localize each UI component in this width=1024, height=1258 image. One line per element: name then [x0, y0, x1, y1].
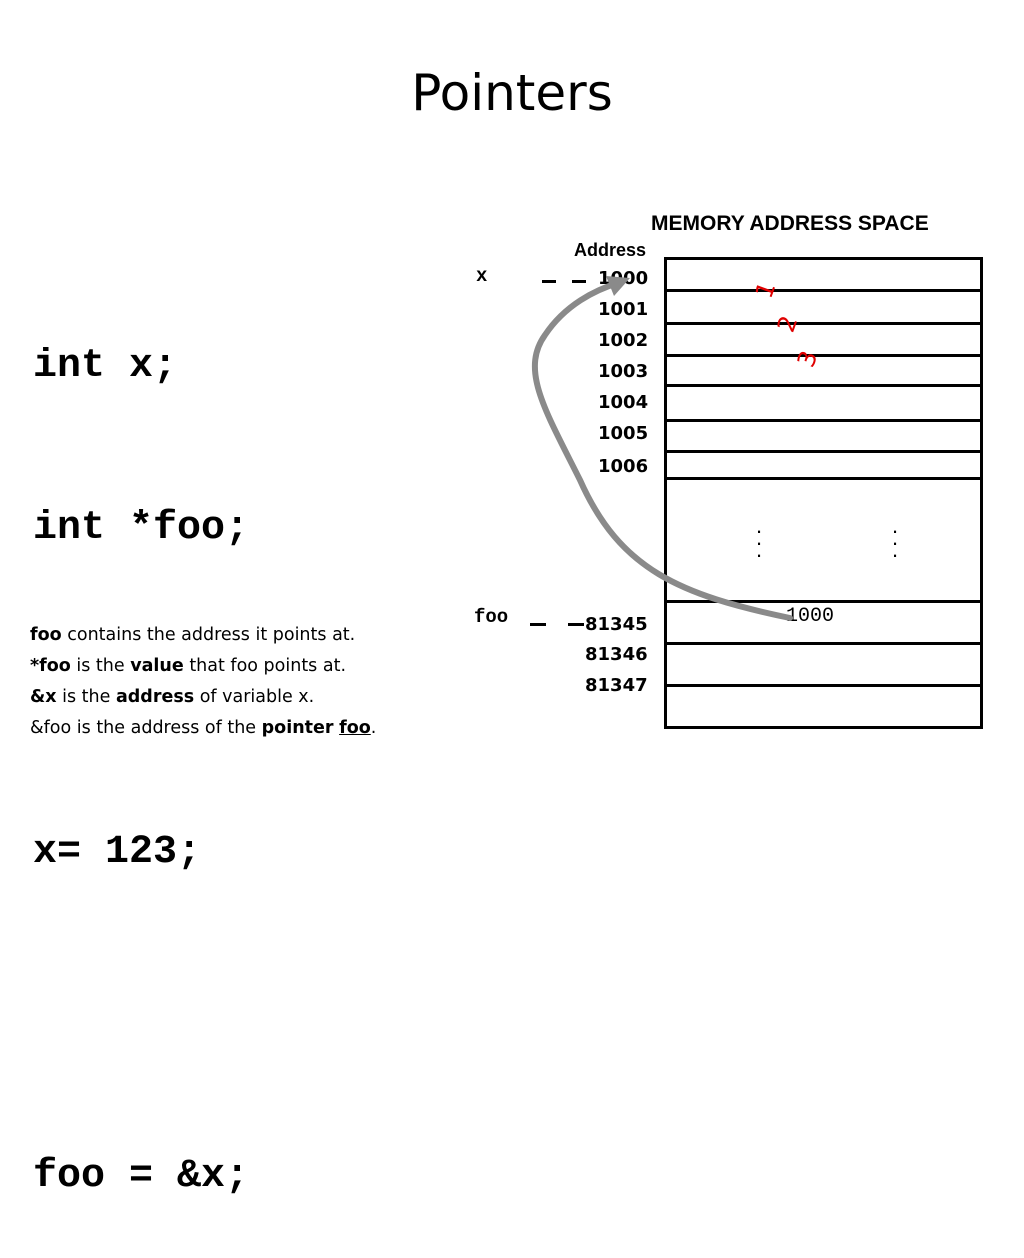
note-term: foo [30, 625, 62, 645]
dash-line [542, 280, 556, 283]
note-line: &foo is the address of the pointer foo. [30, 713, 376, 744]
memory-cell [664, 684, 983, 729]
ellipsis-icon: ··· [891, 518, 899, 567]
note-text: is the [70, 656, 131, 676]
foo-cell-value: 1000 [786, 605, 835, 628]
code-line: x= 123; [33, 830, 202, 875]
note-text: that foo points at. [183, 656, 347, 676]
note-text: . [370, 718, 377, 738]
note-line: foo contains the address it points at. [30, 620, 376, 651]
note-term: *foo [30, 656, 71, 676]
note-text: of variable x. [194, 687, 315, 707]
address-label: 81347 [585, 675, 648, 696]
code-line [33, 988, 249, 1042]
variable-foo-label: foo [474, 606, 509, 628]
code-line: int *foo; [33, 506, 250, 551]
note-text: &foo is the address of the [30, 718, 262, 738]
address-label: 1006 [598, 456, 649, 477]
note-term: value [130, 656, 184, 676]
note-term-underlined: foo [339, 718, 371, 738]
note-line: *foo is the value that foo points at. [30, 651, 376, 682]
dash-line [530, 623, 546, 626]
address-header: Address [574, 240, 647, 260]
slide-title: Pointers [411, 64, 613, 122]
address-label: 1001 [598, 299, 649, 320]
code-line: int x; [33, 344, 178, 389]
pointer-arrow-icon [531, 276, 793, 621]
note-term: &x [30, 687, 57, 707]
address-label: 1004 [598, 392, 649, 413]
address-label: 1005 [598, 423, 649, 444]
notes-block: foo contains the address it points at. *… [30, 620, 376, 744]
ellipsis-icon: ··· [755, 518, 763, 567]
note-term: pointer [261, 718, 334, 738]
code-line: foo = &x; [33, 1154, 250, 1199]
dash-line [568, 623, 584, 626]
note-term: address [115, 687, 195, 707]
note-text: contains the address it points at. [61, 625, 356, 645]
memory-title: MEMORY ADDRESS SPACE [651, 212, 929, 235]
address-label: 81345 [585, 614, 648, 635]
note-line: &x is the address of variable x. [30, 682, 376, 713]
address-label: 81346 [585, 644, 648, 665]
address-label: 1003 [598, 361, 649, 382]
address-label: 1002 [598, 330, 649, 351]
dash-line [572, 280, 586, 283]
note-text: is the [56, 687, 116, 707]
variable-x-label: x [476, 265, 488, 287]
